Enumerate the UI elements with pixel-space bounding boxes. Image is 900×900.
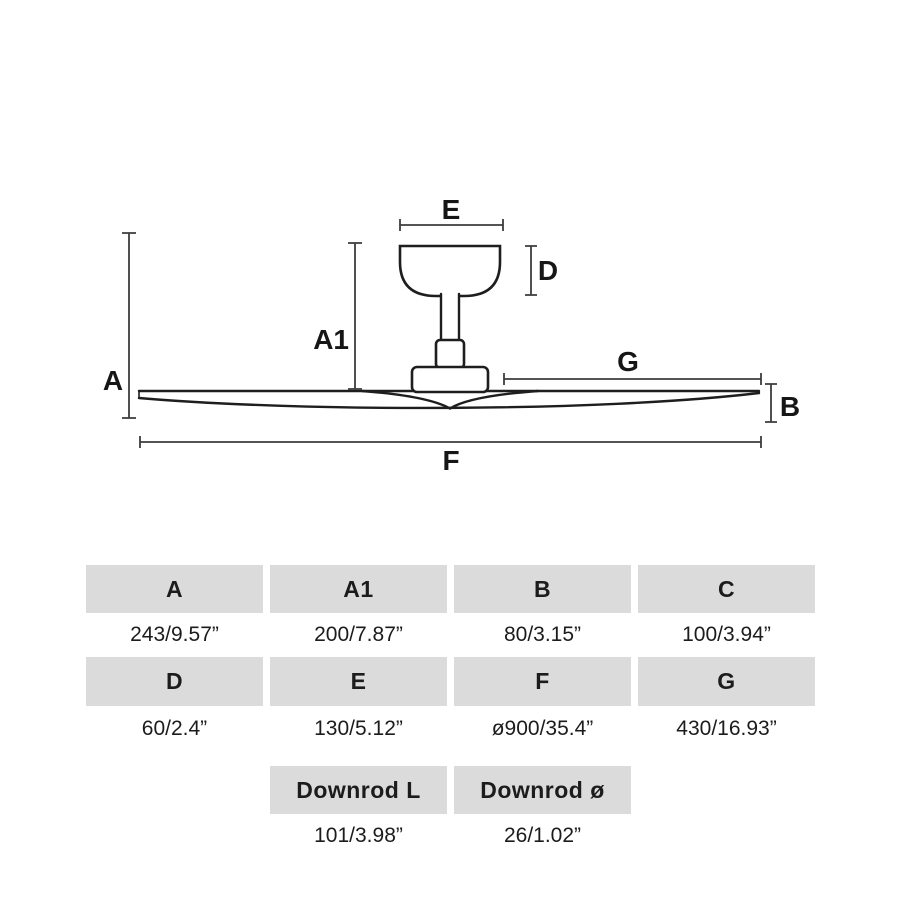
header-cell-c: C [638,565,815,613]
value-cell-b: 80/3.15” [454,613,631,657]
dimension-f-label: F [442,445,459,476]
header-cell-d: D [86,657,263,706]
downrod-sides [439,292,461,343]
value-cell-g: 430/16.93” [638,706,815,752]
canopy [398,244,502,298]
dimension-a-label: A [103,365,123,396]
header-cell-a1: A1 [270,565,447,613]
value-cell-c: 100/3.94” [638,613,815,657]
dimension-a1-label: A1 [313,324,349,355]
dimension-b-label: B [780,391,800,422]
dimension-a1-line [348,242,362,390]
dimension-d-label: D [538,255,558,286]
dimension-a1: A1 [313,242,362,390]
dimension-f: F [139,436,762,476]
value-cell-f: ø900/35.4” [454,706,631,752]
dimension-d-line [525,245,537,296]
dimension-f-line [139,436,762,448]
dimension-b: B [765,383,800,423]
blade-tip-caps [138,390,760,399]
dimension-b-line [765,383,777,423]
center-blade-left-arc [360,389,452,410]
downrod-body [440,292,460,342]
header-cell-a: A [86,565,263,613]
value-cell-e: 130/5.12” [270,706,447,752]
header-cell-b: B [454,565,631,613]
dimension-e: E [399,194,504,231]
fan-dimension-diagram: E D A A1 G B F [103,194,800,476]
header-cell-downrod-l: Downrod L [270,766,447,814]
dimension-g-line [503,373,762,385]
dimension-g-label: G [617,346,639,377]
fan-blades [137,389,761,410]
motor-housing [410,365,490,394]
value-cell-downrod-dia: 26/1.02” [454,814,631,858]
dimension-e-label: E [442,194,461,225]
header-cell-f: F [454,657,631,706]
dimension-g: G [503,346,762,385]
header-cell-g: G [638,657,815,706]
value-cell-downrod-l: 101/3.98” [270,814,447,858]
header-cell-e: E [270,657,447,706]
dimension-d: D [525,245,558,296]
header-cell-downrod-dia: Downrod ø [454,766,631,814]
downrod [439,292,461,343]
dimension-e-line [399,219,504,231]
dimension-a-line [122,232,136,419]
value-cell-a: 243/9.57” [86,613,263,657]
value-cell-d: 60/2.4” [86,706,263,752]
value-cell-a1: 200/7.87” [270,613,447,657]
blade-bottom-edge [137,391,761,410]
downrod-coupling [434,338,466,370]
dimensions-table: A A1 B C 243/9.57” 200/7.87” 80/3.15” 10… [86,565,815,858]
center-blade-right-arc [448,389,540,410]
dimension-a: A [103,232,136,419]
